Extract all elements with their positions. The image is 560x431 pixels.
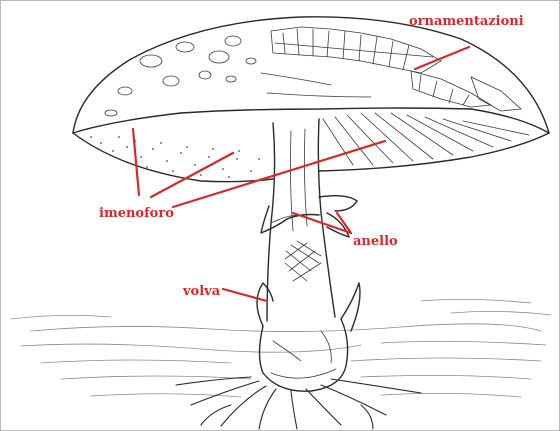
- soil-lines: [11, 299, 551, 397]
- label-ornamentazioni: ornamentazioni: [409, 14, 524, 29]
- cap-top: [73, 17, 549, 133]
- roots: [176, 377, 421, 429]
- label-imenoforo: imenoforo: [99, 206, 174, 221]
- label-volva: volva: [182, 284, 221, 299]
- leader-imenoforo-3: [173, 141, 385, 207]
- leader-imenoforo-2: [151, 153, 233, 197]
- cap-underside: [73, 108, 549, 182]
- label-anello: anello: [353, 234, 398, 249]
- volva-shape: [257, 283, 360, 391]
- leader-imenoforo-1: [133, 129, 139, 195]
- leader-volva: [223, 289, 267, 301]
